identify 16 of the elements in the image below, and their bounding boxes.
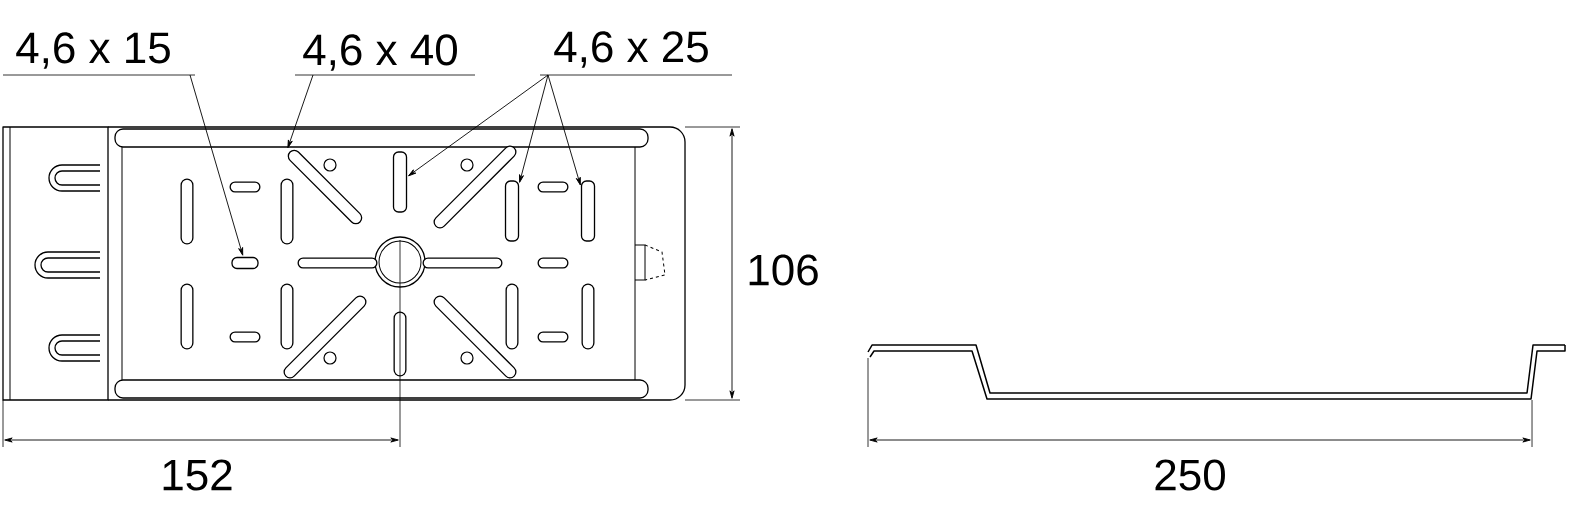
slot [580,180,596,242]
dimension-label: 152 [163,459,232,491]
leader-line [287,74,314,149]
slot [392,151,408,213]
leader-line [547,74,581,186]
leader-line [189,74,244,256]
slot [287,149,363,225]
dimension-label: 250 [1155,459,1225,491]
size-label: 4,6 x 15 [2,32,196,76]
size-label: 4,6 x 40 [294,34,476,76]
slot [231,256,259,270]
slot [504,180,520,242]
leader-line [519,74,549,183]
size-label: 4,6 x 25 [539,31,733,76]
leader-line [408,74,549,177]
dimension-label: 106 [749,254,818,286]
